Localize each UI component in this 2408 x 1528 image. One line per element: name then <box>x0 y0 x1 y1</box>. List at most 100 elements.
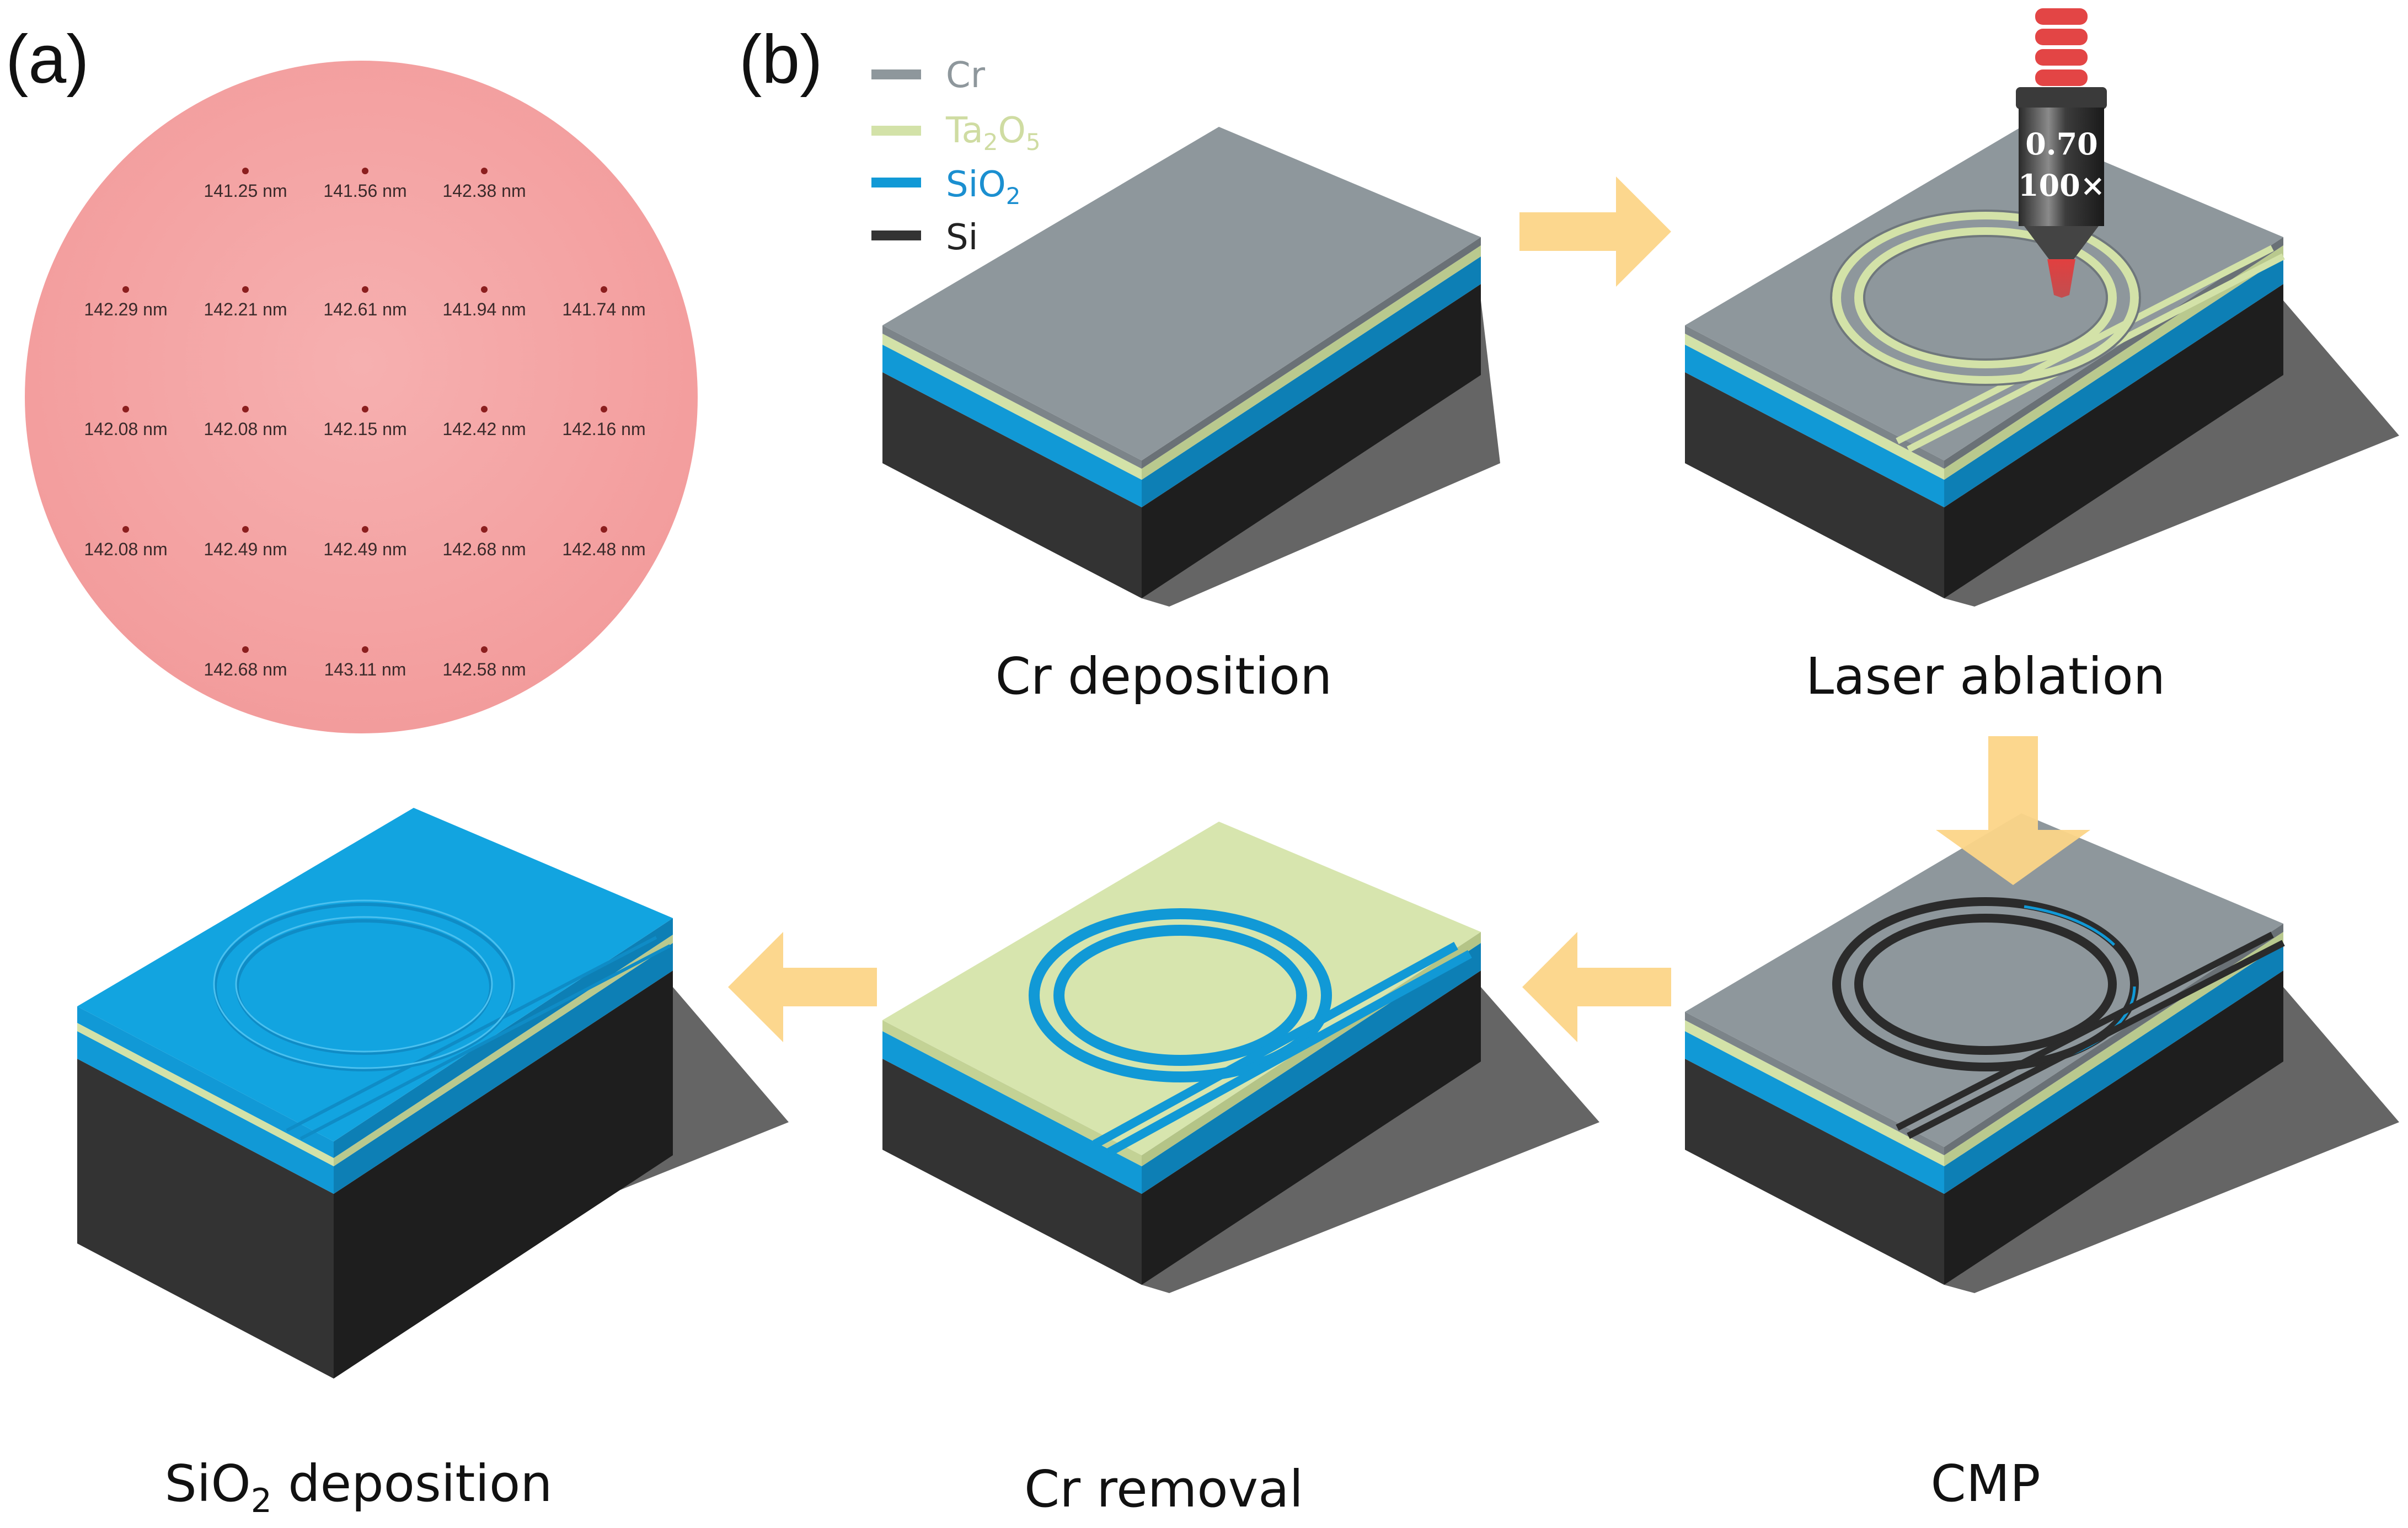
cr-top-face <box>1685 127 2283 460</box>
step-label-laser-ablation: Laser ablation <box>1806 647 2165 706</box>
measurement-point <box>122 286 129 293</box>
measurement-point <box>242 406 249 412</box>
measurement-point <box>362 406 368 412</box>
wafer <box>25 61 698 733</box>
laser-beam-disc <box>2035 8 2088 25</box>
laser-beam-disc <box>2035 29 2088 45</box>
laser-beam-disc <box>2035 49 2088 66</box>
legend-label-sio2: SiO2 <box>946 164 1021 210</box>
thickness-value: 141.74 nm <box>562 299 645 319</box>
si-front-face <box>882 372 1142 598</box>
cr-top-face <box>1685 813 2283 1147</box>
thickness-value: 142.08 nm <box>84 419 167 439</box>
measurement-point <box>242 646 249 653</box>
thickness-value: 142.42 nm <box>442 419 526 439</box>
measurement-point <box>242 526 249 533</box>
block-laser-ablation <box>1685 127 2399 607</box>
exposed-ring-waveguide <box>1029 908 1472 1157</box>
legend-swatch-si <box>871 230 921 240</box>
thickness-value: 141.56 nm <box>323 181 406 201</box>
embossed-ring-waveguide <box>213 903 671 1140</box>
measurement-point <box>481 286 488 293</box>
ta2o5-front-face <box>1685 334 1944 480</box>
thickness-value: 142.48 nm <box>562 539 645 559</box>
thickness-value: 142.68 nm <box>204 660 287 679</box>
thickness-value: 142.49 nm <box>323 539 406 559</box>
thickness-value: 142.16 nm <box>562 419 645 439</box>
laser-objective: 0.70 100× <box>2016 8 2107 298</box>
thickness-value: 142.21 nm <box>204 299 287 319</box>
thickness-value: 142.61 nm <box>323 299 406 319</box>
ta2o5-side-face <box>1944 245 2283 480</box>
ta2o5-top-face <box>882 822 1481 1155</box>
sio2-cladding-side <box>334 918 673 1158</box>
cr-side-face <box>1142 237 1481 469</box>
step-label-cmp: CMP <box>1930 1454 2040 1513</box>
panel-b-label: (b) <box>739 22 823 98</box>
measurement-point <box>242 168 249 174</box>
ta2o5-front-face <box>77 1023 334 1166</box>
measurement-point <box>601 406 607 412</box>
cr-front-face <box>882 325 1142 469</box>
sio2-front-face <box>882 1031 1142 1194</box>
legend-label-si: Si <box>946 217 978 258</box>
objective-tip <box>2024 226 2099 259</box>
objective-na: 0.70 <box>2025 126 2098 162</box>
si-front-face <box>1685 372 1944 598</box>
si-side-face <box>334 971 673 1379</box>
thickness-value: 142.29 nm <box>84 299 167 319</box>
sio2-side-face <box>1944 256 2283 507</box>
cr-front-face <box>1685 325 1944 469</box>
block-shadow <box>1944 987 2399 1293</box>
measurement-point <box>481 168 488 174</box>
trench-ring-waveguide <box>1832 897 2285 1139</box>
si-side-face <box>1944 284 2283 598</box>
cr-front-face <box>1685 1012 1944 1155</box>
arrow-right <box>1519 176 1671 287</box>
step-label-sio2-deposition: SiO2 deposition <box>164 1454 552 1520</box>
legend-label-cr: Cr <box>946 55 986 96</box>
legend-swatch-sio2 <box>871 178 921 187</box>
embossed-highlights <box>213 899 515 1069</box>
si-front-face <box>882 1059 1142 1285</box>
block-sio2-deposition <box>77 808 789 1379</box>
cr-top-face <box>882 127 1481 460</box>
si-front-face <box>77 1059 334 1379</box>
measurement-point <box>362 526 368 533</box>
thickness-value: 142.58 nm <box>442 660 526 679</box>
sio2-lower-side <box>334 943 673 1194</box>
measurement-point <box>481 526 488 533</box>
ta2o5-side-face <box>1944 932 2283 1166</box>
objective-magnification: 100× <box>2018 168 2105 203</box>
sio2-side-face <box>1142 256 1481 507</box>
thickness-value: 142.08 nm <box>84 539 167 559</box>
measurement-point <box>362 286 368 293</box>
measurement-point <box>362 646 368 653</box>
thickness-value: 143.11 nm <box>324 660 406 679</box>
objective-body <box>2019 108 2104 226</box>
block-cmp <box>1685 813 2399 1293</box>
flow-arrows <box>728 176 2090 1042</box>
measurement-point <box>481 646 488 653</box>
sio2-front-face <box>882 345 1142 507</box>
sio2-cladding-top <box>77 808 673 1141</box>
sio2-side-face <box>1142 943 1481 1194</box>
sio2-front-face <box>1685 1031 1944 1194</box>
ablated-ring-waveguide <box>1832 211 2285 453</box>
cr-side-face <box>1944 924 2283 1155</box>
ta2o5-front-face <box>882 1020 1142 1166</box>
ta2o5-front-face <box>882 334 1142 480</box>
objective-collar <box>2016 87 2107 109</box>
si-side-face <box>1142 284 1481 598</box>
panel-b: (b) Cr Ta2O5 SiO2 Si <box>77 8 2399 1520</box>
measurement-point <box>601 526 607 533</box>
thickness-value: 142.68 nm <box>442 539 526 559</box>
step-label-cr-deposition: Cr deposition <box>996 647 1333 706</box>
block-shadow <box>1944 301 2399 607</box>
si-side-face <box>1944 971 2283 1285</box>
ta2o5-side-face <box>334 935 673 1166</box>
sio2-side-face <box>1944 943 2283 1194</box>
block-cr-removal <box>882 822 1599 1293</box>
laser-focus-cone <box>2047 259 2075 298</box>
